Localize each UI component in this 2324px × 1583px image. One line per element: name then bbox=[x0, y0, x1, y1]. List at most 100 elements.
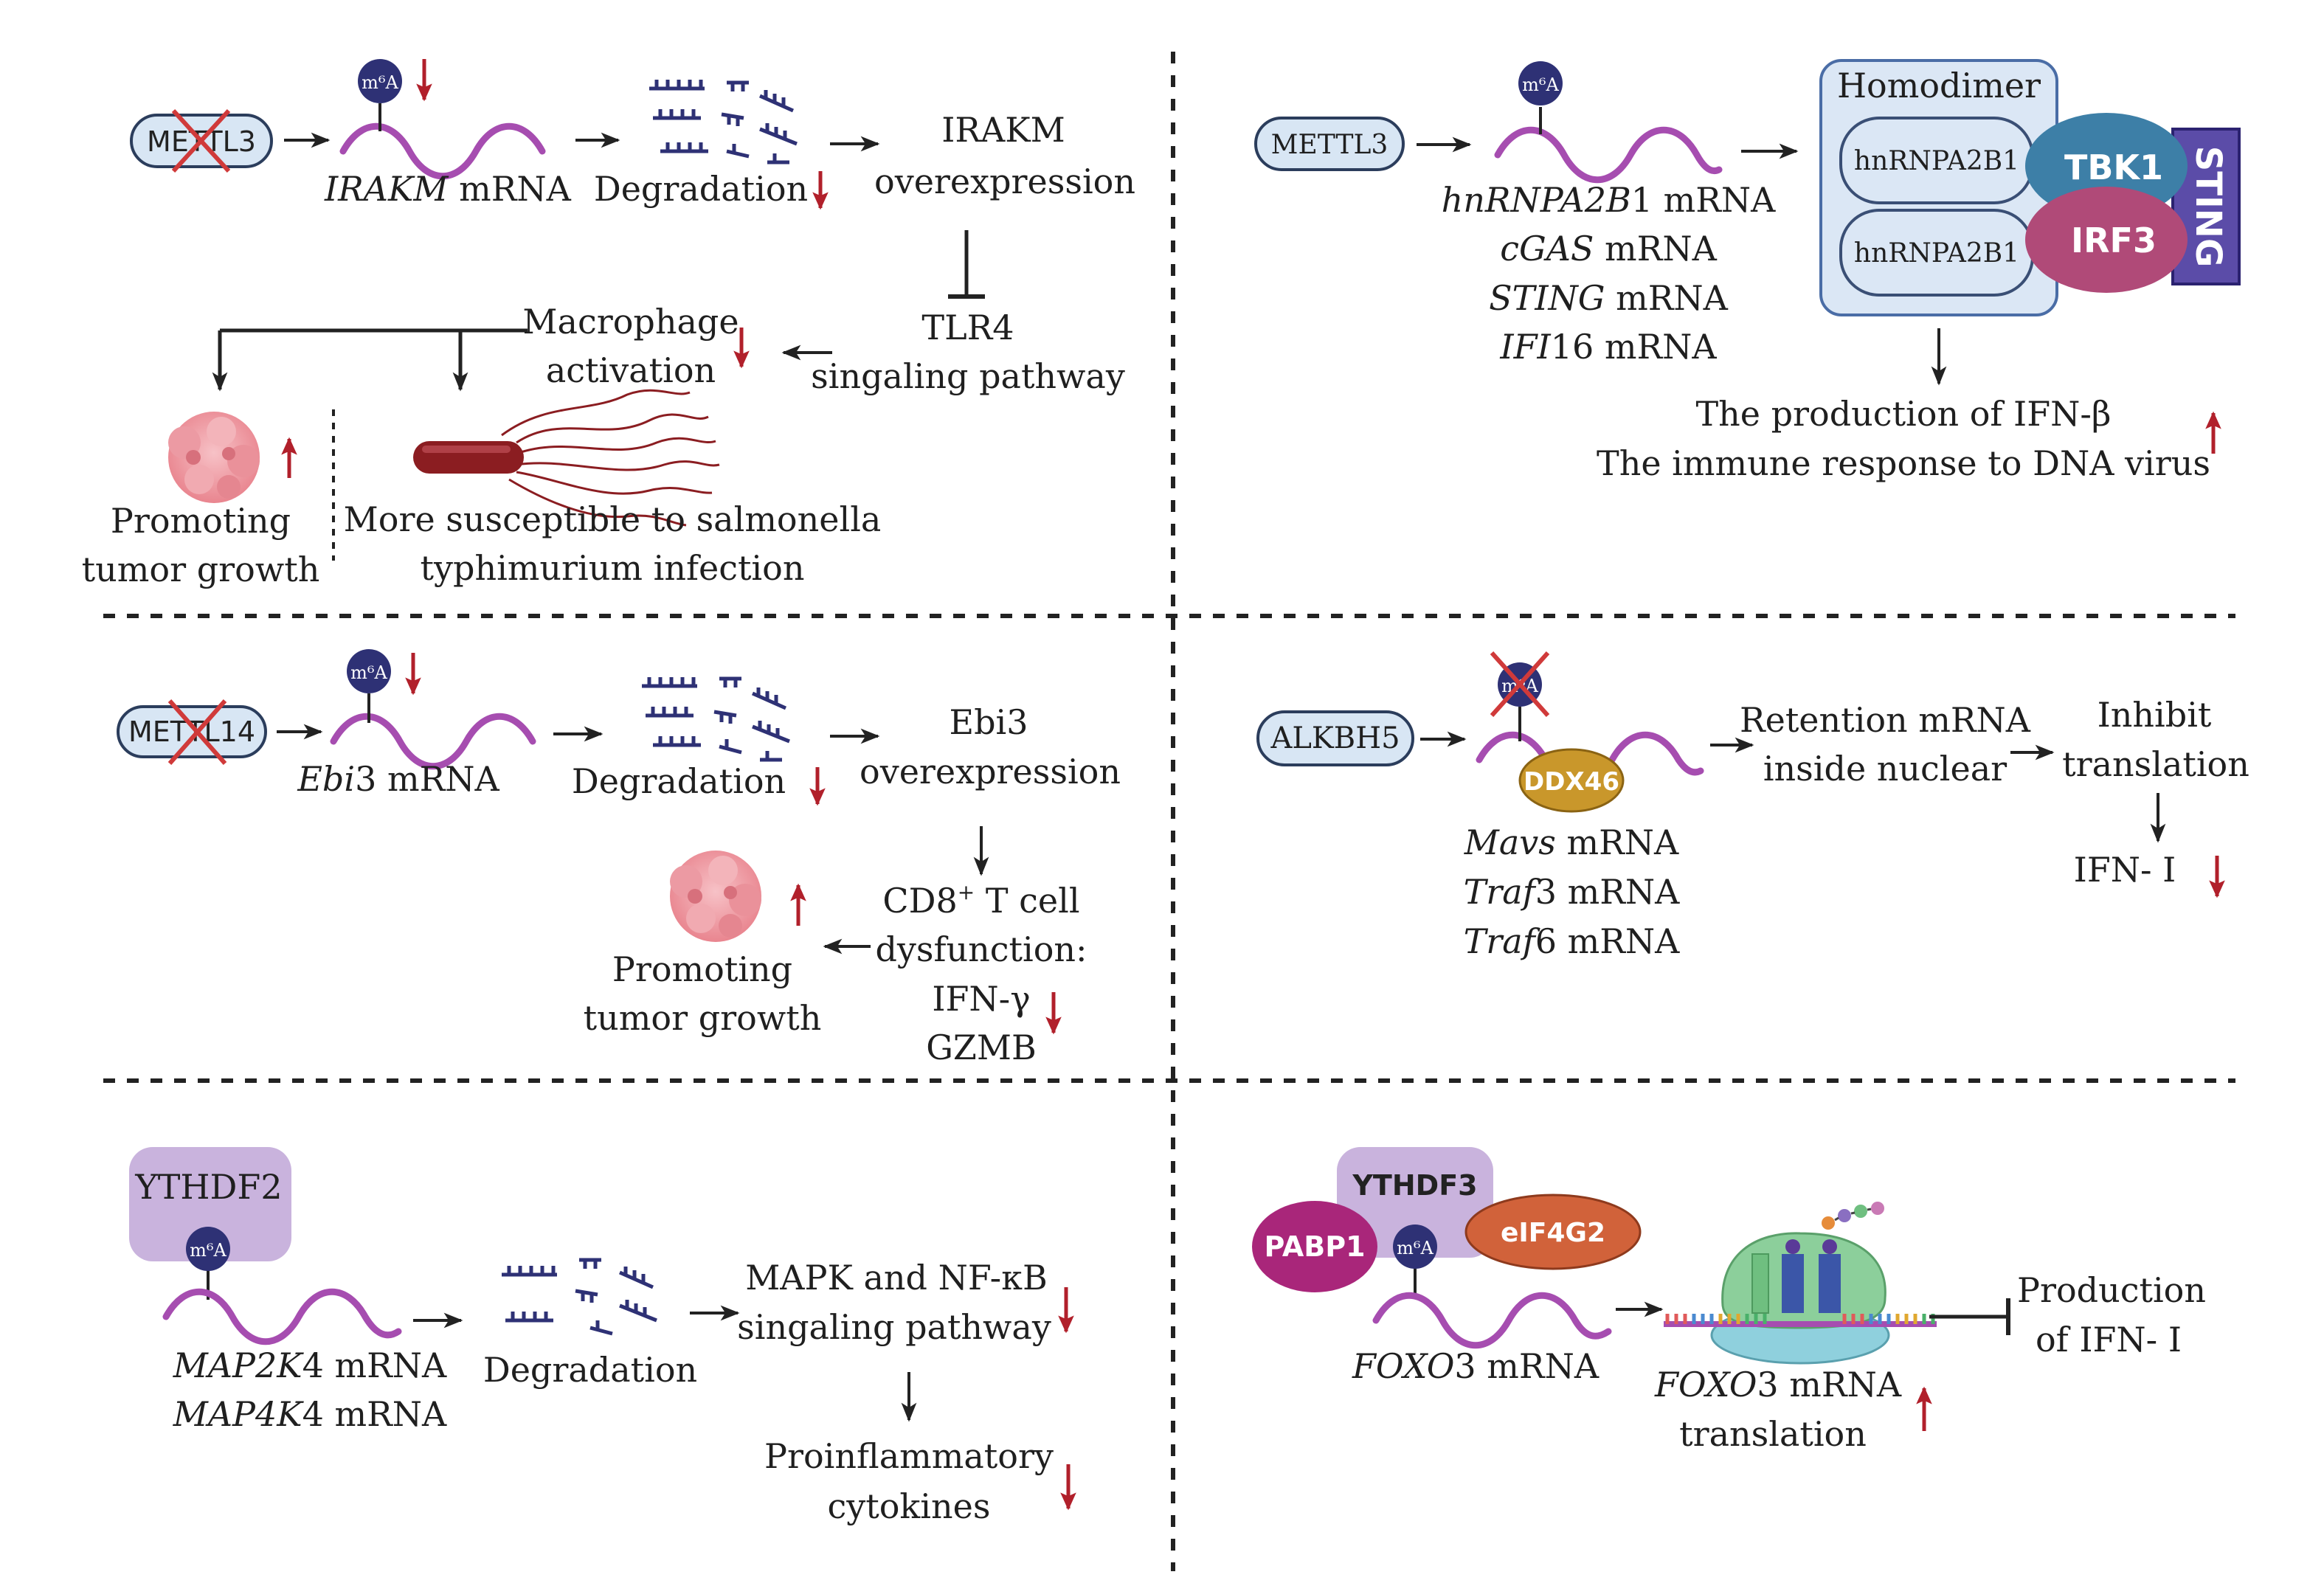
m6a-marker: m⁶A bbox=[347, 649, 391, 723]
mrna-strand bbox=[1372, 1292, 1612, 1349]
macrophage-label: Macrophage bbox=[522, 302, 739, 342]
cytokines-label: cytokines bbox=[828, 1486, 991, 1526]
reader-label: YTHDF3 bbox=[1352, 1169, 1477, 1202]
ddx46-protein: DDX46 bbox=[1518, 748, 1625, 813]
m6a-label: m⁶A bbox=[350, 662, 387, 683]
eif4g2-label: eIF4G2 bbox=[1501, 1218, 1605, 1248]
demethylation-cross-icon bbox=[1490, 651, 1550, 717]
m6a-marker: m⁶A bbox=[358, 59, 402, 131]
cd8-label: dysfunction: bbox=[875, 929, 1087, 969]
bacteria-icon bbox=[413, 389, 720, 527]
production-label: Production bbox=[2017, 1270, 2206, 1310]
panel-mettl3-irakm: METTL3 m⁶A IRAKM mRNA bbox=[82, 59, 1135, 589]
branch-arrows bbox=[212, 328, 528, 392]
m6a-label: m⁶A bbox=[190, 1240, 226, 1261]
gene-box-mettl3: METTL3 bbox=[1254, 117, 1405, 171]
production-label: of IFN- Ⅰ bbox=[2036, 1320, 2182, 1359]
tumor-label: Promoting bbox=[111, 501, 291, 541]
hnrnpa2b1-label: hnRNPA2B1 bbox=[1854, 146, 2019, 176]
cd8-label: GZMB bbox=[926, 1028, 1037, 1067]
m6a-marker: m⁶A bbox=[186, 1227, 230, 1300]
result-label: overexpression bbox=[874, 162, 1135, 201]
pabp1-label: PABP1 bbox=[1264, 1230, 1365, 1263]
knockout-cross-icon bbox=[167, 699, 227, 765]
tumor-label: tumor growth bbox=[584, 998, 822, 1038]
degradation-fragments-icon bbox=[502, 1258, 657, 1336]
panel-mettl3-sting: METTL3 m⁶A hnRNPA2B1 mRNA cGAS mRNA STIN… bbox=[1254, 59, 2241, 483]
mrna-strand bbox=[339, 122, 546, 180]
gene-box-mettl3: METTL3 bbox=[130, 108, 273, 173]
mrna-label: STING mRNA bbox=[1489, 278, 1729, 318]
inhibition-bar bbox=[948, 230, 985, 299]
panel-dividers bbox=[103, 52, 2235, 1571]
mrna-label: cGAS mRNA bbox=[1500, 229, 1717, 269]
result-label: The immune response to DNA virus bbox=[1597, 443, 2210, 483]
inhibit-label: Inhibit bbox=[2098, 695, 2212, 735]
mrna-label: FOXO3 mRNA bbox=[1352, 1346, 1600, 1386]
tumor-icon bbox=[670, 851, 761, 942]
panel-ythdf2: YTHDF2 m⁶A MAP2K4 mRNA MAP4K4 mRNA Degra… bbox=[129, 1147, 1076, 1526]
degradation-label: Degradation bbox=[572, 761, 786, 801]
hnrnpa2b1-label: hnRNPA2B1 bbox=[1854, 238, 2019, 269]
translation-label: translation bbox=[1679, 1414, 1867, 1454]
gene-box-alkbh5: ALKBH5 bbox=[1256, 710, 1414, 766]
mrna-label: Traf6 mRNA bbox=[1464, 921, 1681, 961]
result-label: Ebi3 bbox=[949, 702, 1028, 742]
panel-ythdf3: YTHDF3 PABP1 eIF4G2 m⁶A FOXO3 mRNA bbox=[1252, 1147, 2206, 1454]
degradation-fragments-icon bbox=[642, 676, 790, 762]
pathway-label: singaling pathway bbox=[737, 1307, 1051, 1347]
homodimer-label: Homodimer bbox=[1837, 66, 2041, 105]
reader-box-ythdf3: YTHDF3 bbox=[1337, 1147, 1493, 1258]
mrna-label: Ebi3 mRNA bbox=[297, 759, 499, 799]
gene-label: METTL3 bbox=[1271, 130, 1388, 160]
translation-label: FOXO3 mRNA bbox=[1654, 1365, 1902, 1404]
m6a-marker-removed: m⁶A bbox=[1490, 651, 1550, 741]
mrna-strand bbox=[1494, 126, 1723, 184]
degradation-label: Degradation bbox=[594, 169, 808, 209]
mrna-label: hnRNPA2B1 mRNA bbox=[1442, 180, 1777, 220]
tbk1-protein bbox=[2025, 113, 2188, 219]
retention-label: Retention mRNA bbox=[1740, 700, 2031, 740]
macrophage-label: activation bbox=[546, 350, 716, 390]
ddx46-label: DDX46 bbox=[1524, 767, 1619, 797]
mrna-label: IFI16 mRNA bbox=[1499, 327, 1717, 367]
degradation-label: Degradation bbox=[483, 1350, 697, 1390]
gene-label: ALKBH5 bbox=[1270, 721, 1400, 755]
pabp1-protein: PABP1 bbox=[1252, 1201, 1377, 1292]
mrna-strand bbox=[330, 713, 536, 770]
knockout-cross-icon bbox=[171, 108, 231, 173]
eif4g2-protein: eIF4G2 bbox=[1464, 1194, 1642, 1270]
inhibit-label: translation bbox=[2062, 744, 2249, 784]
tlr4-label: singaling pathway bbox=[811, 356, 1125, 396]
cytokines-label: Proinflammatory bbox=[764, 1436, 1054, 1476]
tumor-label: tumor growth bbox=[82, 550, 320, 589]
gene-box-mettl14: METTL14 bbox=[117, 699, 267, 765]
result-label: overexpression bbox=[860, 752, 1121, 792]
salmonella-label: More susceptible to salmonella bbox=[344, 499, 882, 539]
panel-alkbh5: ALKBH5 m⁶A DDX46 Mavs mRNA Traf3 mRNA Tr… bbox=[1256, 651, 2249, 961]
mrna-label: IRAKM mRNA bbox=[324, 169, 572, 209]
panel-mettl14-ebi3: METTL14 m⁶A Ebi3 mRNA bbox=[117, 649, 1121, 1067]
tumor-icon bbox=[168, 412, 260, 503]
mrna-label: Mavs mRNA bbox=[1464, 822, 1679, 862]
mrna-label: MAP2K4 mRNA bbox=[173, 1345, 447, 1385]
m6a-label: m⁶A bbox=[362, 72, 398, 93]
mrna-label: Traf3 mRNA bbox=[1464, 872, 1681, 912]
retention-label: inside nuclear bbox=[1763, 749, 2007, 789]
m6a-label: m⁶A bbox=[1397, 1238, 1434, 1258]
reader-box-ythdf2: YTHDF2 bbox=[129, 1147, 291, 1261]
m6a-label: m⁶A bbox=[1522, 75, 1559, 95]
mrna-label: MAP4K4 mRNA bbox=[173, 1394, 447, 1434]
tumor-label: Promoting bbox=[612, 949, 792, 989]
ribosome-translation-icon bbox=[1664, 1202, 1937, 1365]
cd8-label: IFN-γ bbox=[932, 979, 1030, 1019]
mrna-strand bbox=[162, 1288, 402, 1345]
result-label: IRAKM bbox=[941, 110, 1065, 150]
cd8-label: CD8+ T cell bbox=[882, 880, 1079, 921]
ifn-label: IFN- Ⅰ bbox=[2074, 850, 2176, 890]
irf3-protein bbox=[2025, 187, 2188, 293]
irf3-label: IRF3 bbox=[2071, 221, 2157, 260]
m6a-marker: m⁶A bbox=[1518, 61, 1563, 134]
salmonella-label: typhimurium infection bbox=[421, 548, 805, 588]
